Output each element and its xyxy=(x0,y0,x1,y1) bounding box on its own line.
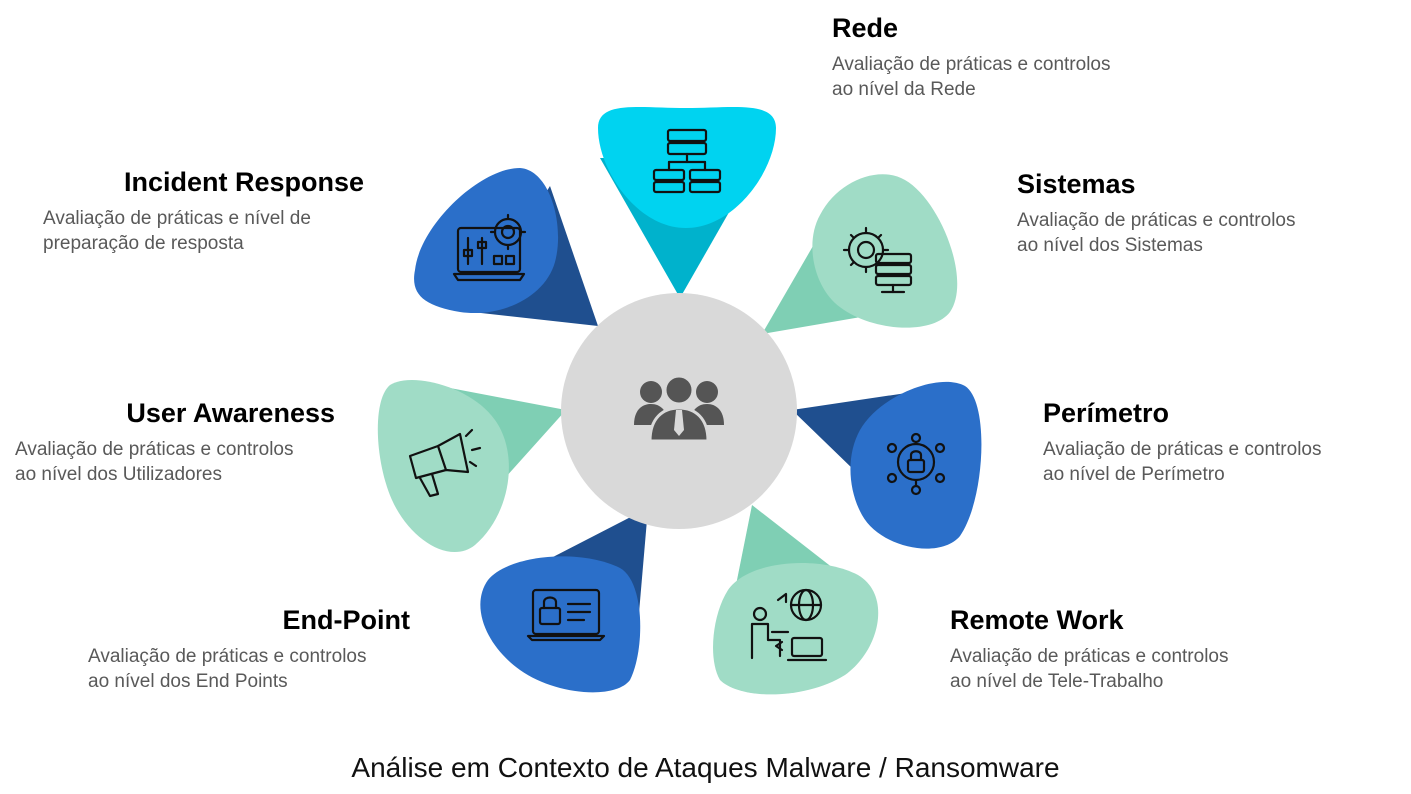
laptop-settings-icon xyxy=(452,213,527,282)
remote-worker-icon xyxy=(750,588,828,662)
end-point-description: Avaliação de práticas e controlos ao nív… xyxy=(88,644,410,694)
rede-petal xyxy=(598,106,776,228)
rede-description: Avaliação de práticas e controlos ao nív… xyxy=(832,52,1110,102)
end-point-desc-line2: ao nível dos End Points xyxy=(88,671,288,692)
remote-work-desc-line2: ao nível de Tele-Trabalho xyxy=(950,671,1164,692)
user-awareness-description: Avaliação de práticas e controlos ao nív… xyxy=(15,437,335,487)
incident-response-title: Incident Response xyxy=(123,167,364,197)
rede-desc-line2: ao nível da Rede xyxy=(832,79,976,100)
label-incident-response: Incident Response Avaliação de práticas … xyxy=(43,166,364,256)
remote-work-petal xyxy=(713,563,879,695)
diagram-caption: Análise em Contexto de Ataques Malware /… xyxy=(351,752,1060,783)
end-point-title: End-Point xyxy=(282,605,410,635)
label-sistemas: Sistemas Avaliação de práticas e control… xyxy=(1017,168,1295,258)
segment-perimetro xyxy=(792,381,982,549)
incident-response-desc-line2: preparação de resposta xyxy=(43,233,244,254)
remote-work-description: Avaliação de práticas e controlos ao nív… xyxy=(950,644,1228,694)
sistemas-desc-line1: Avaliação de práticas e controlos xyxy=(1017,210,1296,231)
user-awareness-title: User Awareness xyxy=(126,398,335,428)
megaphone-icon xyxy=(408,428,482,498)
segment-incident-response xyxy=(414,168,598,326)
user-awareness-petal xyxy=(377,380,509,553)
perimetro-desc-line2: ao nível de Perímetro xyxy=(1043,464,1225,485)
perimetro-petal xyxy=(850,381,982,549)
user-awareness-desc-line1: Avaliação de práticas e controlos xyxy=(15,439,294,460)
end-point-desc-line1: Avaliação de práticas e controlos xyxy=(88,646,367,667)
user-awareness-desc-line2: ao nível dos Utilizadores xyxy=(15,464,222,485)
label-perimetro: Perímetro Avaliação de práticas e contro… xyxy=(1043,397,1321,487)
perimetro-title: Perímetro xyxy=(1043,398,1170,428)
segment-end-point xyxy=(480,508,648,693)
label-rede: Rede Avaliação de práticas e controlos a… xyxy=(832,12,1110,102)
laptop-lock-icon xyxy=(526,588,606,642)
label-user-awareness: User Awareness Avaliação de práticas e c… xyxy=(15,397,335,487)
network-lock-icon xyxy=(886,432,946,496)
label-end-point: End-Point Avaliação de práticas e contro… xyxy=(88,604,410,694)
rede-desc-line1: Avaliação de práticas e controlos xyxy=(832,54,1111,75)
perimetro-desc-line1: Avaliação de práticas e controlos xyxy=(1043,439,1322,460)
remote-work-title: Remote Work xyxy=(950,605,1124,635)
sistemas-title: Sistemas xyxy=(1017,169,1136,199)
people-group-icon xyxy=(634,374,724,443)
incident-response-desc-line1: Avaliação de práticas e nível de xyxy=(43,208,311,229)
perimetro-description: Avaliação de práticas e controlos ao nív… xyxy=(1043,437,1321,487)
end-point-petal xyxy=(480,556,641,693)
sistemas-desc-line2: ao nível dos Sistemas xyxy=(1017,235,1203,256)
network-hierarchy-icon xyxy=(652,128,722,194)
rede-title: Rede xyxy=(832,13,899,43)
segment-rede xyxy=(598,106,776,298)
gear-server-icon xyxy=(842,226,913,294)
sistemas-description: Avaliação de práticas e controlos ao nív… xyxy=(1017,208,1295,258)
remote-work-desc-line1: Avaliação de práticas e controlos xyxy=(950,646,1229,667)
label-remote-work: Remote Work Avaliação de práticas e cont… xyxy=(950,604,1228,694)
incident-response-description: Avaliação de práticas e nível de prepara… xyxy=(43,206,364,256)
segment-remote-work xyxy=(713,505,879,695)
segment-user-awareness xyxy=(377,380,566,553)
